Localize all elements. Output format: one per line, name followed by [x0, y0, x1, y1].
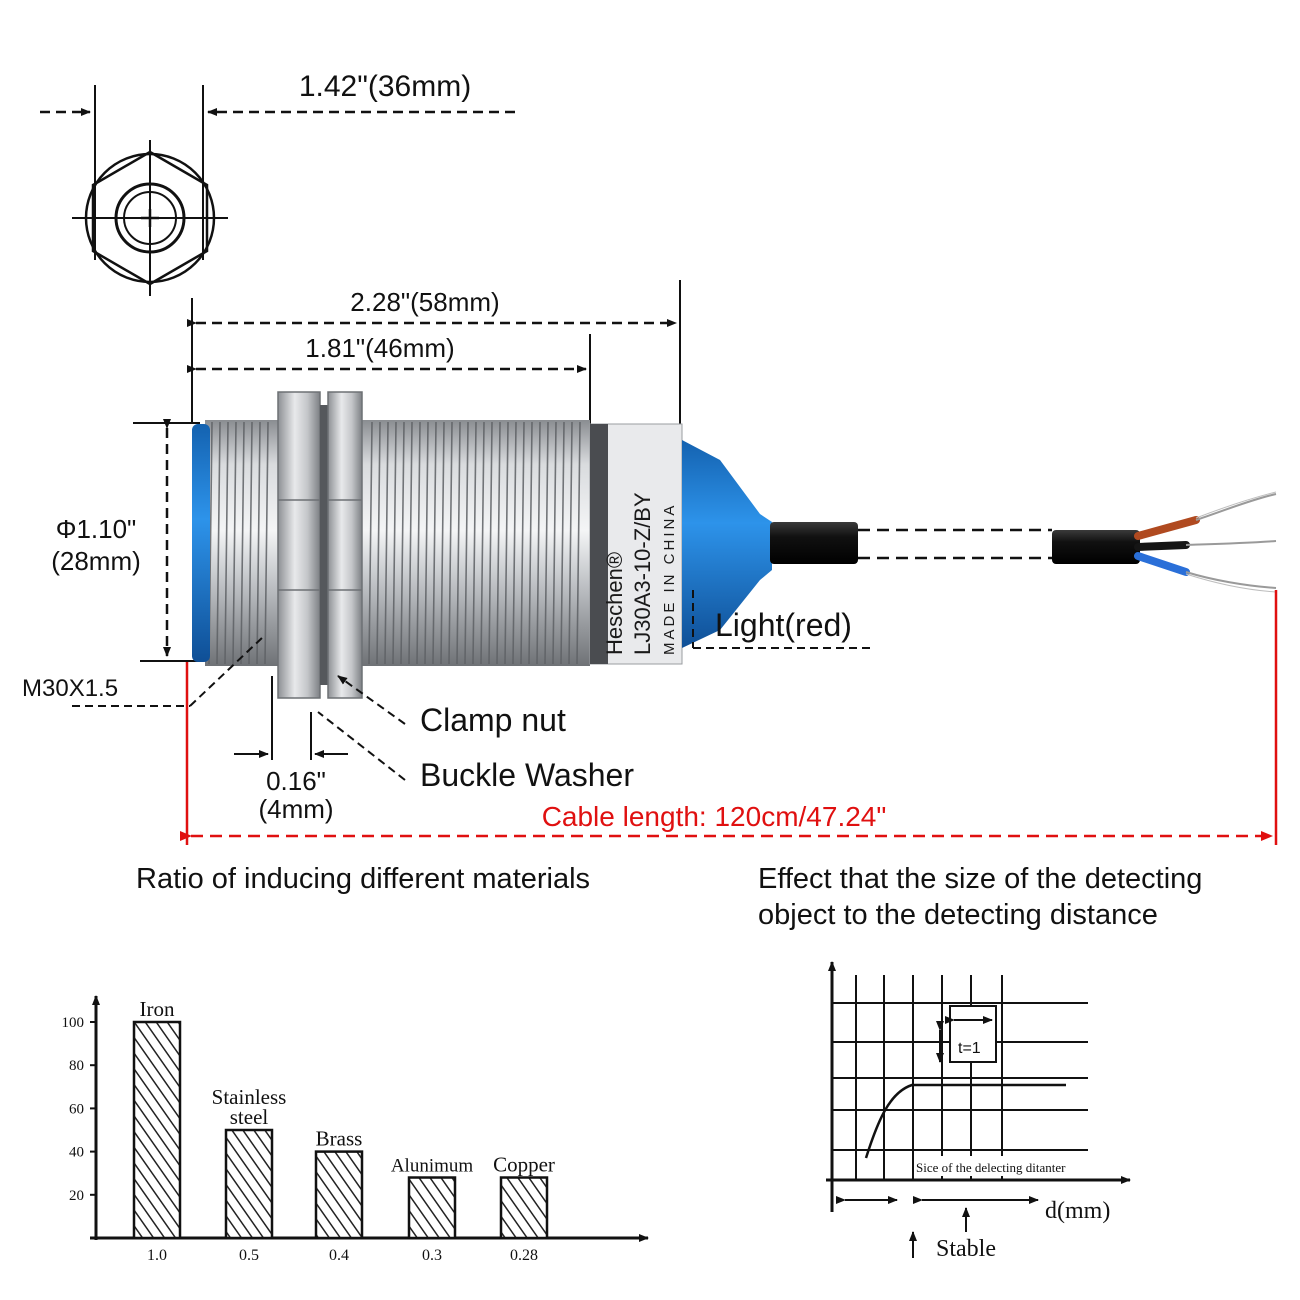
thread-spec-label: M30X1.5 — [22, 675, 118, 702]
right-chart-heading-1: Effect that the size of the detecting — [758, 863, 1202, 895]
bar — [499, 1176, 549, 1240]
nut-callouts: Clamp nut Buckle Washer — [317, 675, 634, 793]
bar-ratio-label: 0.4 — [329, 1247, 349, 1264]
bar-ratio-label: 0.5 — [239, 1247, 259, 1264]
sensor-body: Heschen® LJ30A3-10-Z/BY MADE IN CHINA — [192, 391, 772, 699]
diameter-mm-label: (28mm) — [51, 546, 141, 576]
blue-front-cap — [192, 424, 210, 662]
bar-category-label: Brass — [316, 1127, 363, 1151]
black-wire — [1134, 541, 1190, 551]
dark-band — [590, 424, 608, 664]
length-dimensions: 2.28"(58mm) 1.81"(46mm) — [187, 280, 681, 424]
cable — [770, 491, 1277, 593]
bar — [407, 1176, 457, 1240]
bar-category-label: Alunimum — [391, 1156, 474, 1177]
thread-spec: M30X1.5 — [22, 635, 265, 707]
distance-chart: t=1 Sice of the delecting ditanter d(mm)… — [826, 961, 1131, 1262]
thread-length-label: 1.81"(46mm) — [305, 333, 454, 363]
buckle-washer-label: Buckle Washer — [420, 757, 634, 793]
sensor-origin: MADE IN CHINA — [661, 503, 678, 655]
hex-width-label: 1.42"(36mm) — [299, 70, 471, 103]
bar — [314, 1150, 364, 1240]
distance-curve — [864, 1083, 1066, 1159]
y-tick-label: 100 — [62, 1015, 85, 1031]
bar — [132, 1020, 182, 1240]
light-label: Light(red) — [715, 607, 852, 643]
bar-category-label: steel — [230, 1105, 269, 1129]
sensor-model: LJ30A3-10-Z/BY — [630, 492, 655, 655]
bar-category-label: Stainless — [212, 1085, 287, 1109]
clamp-nut-label: Clamp nut — [420, 702, 566, 738]
end-view: 1.42"(36mm) — [40, 70, 515, 296]
bar-ratio-label: 0.3 — [422, 1247, 442, 1264]
y-tick-label: 80 — [69, 1058, 84, 1074]
bar-ratio-label: 0.28 — [510, 1247, 538, 1264]
bar — [224, 1128, 274, 1240]
curve-label: Sice of the delecting ditanter — [916, 1160, 1066, 1175]
nut-thickness-mm-label: (4mm) — [258, 794, 333, 824]
bar-category-label: Copper — [493, 1153, 555, 1177]
nut-thickness-dimension: 0.16" (4mm) — [234, 676, 348, 824]
nut-thickness-in-label: 0.16" — [266, 766, 326, 796]
brown-wire — [1134, 516, 1200, 540]
y-tick-label: 40 — [69, 1145, 84, 1161]
bar-ratio-label: 1.0 — [147, 1247, 167, 1264]
threaded-barrel — [205, 420, 590, 666]
cable-segment-front — [770, 522, 858, 564]
blue-wire — [1134, 552, 1190, 576]
blue-rear-cap — [682, 440, 772, 648]
right-chart-heading-2: object to the detecting distance — [758, 899, 1158, 931]
clamp-nut-left — [277, 391, 321, 699]
stable-label: Stable — [936, 1236, 996, 1262]
bar-category-label: Iron — [140, 997, 175, 1021]
light-callout: Light(red) — [692, 590, 872, 649]
clamp-nut-right — [327, 391, 363, 699]
distance-axis-label: d(mm) — [1045, 1198, 1110, 1224]
distance-grid — [832, 975, 1088, 1180]
cable-length-label: Cable length: 120cm/47.24" — [542, 801, 887, 832]
sensor-print: Heschen® LJ30A3-10-Z/BY MADE IN CHINA — [602, 492, 678, 655]
t-label: t=1 — [958, 1040, 981, 1057]
diameter-dimension: Φ1.10" (28mm) — [40, 419, 200, 662]
sensor-brand: Heschen® — [602, 552, 627, 655]
cable-length-dimension: Cable length: 120cm/47.24" — [180, 590, 1278, 845]
left-chart-heading: Ratio of inducing different materials — [136, 863, 590, 895]
buckle-washer — [320, 405, 328, 685]
y-tick-label: 60 — [69, 1101, 84, 1117]
y-tick-label: 20 — [69, 1188, 84, 1204]
total-length-label: 2.28"(58mm) — [350, 287, 499, 317]
diameter-in-label: Φ1.10" — [56, 514, 137, 544]
cable-segment-end — [1052, 530, 1140, 564]
